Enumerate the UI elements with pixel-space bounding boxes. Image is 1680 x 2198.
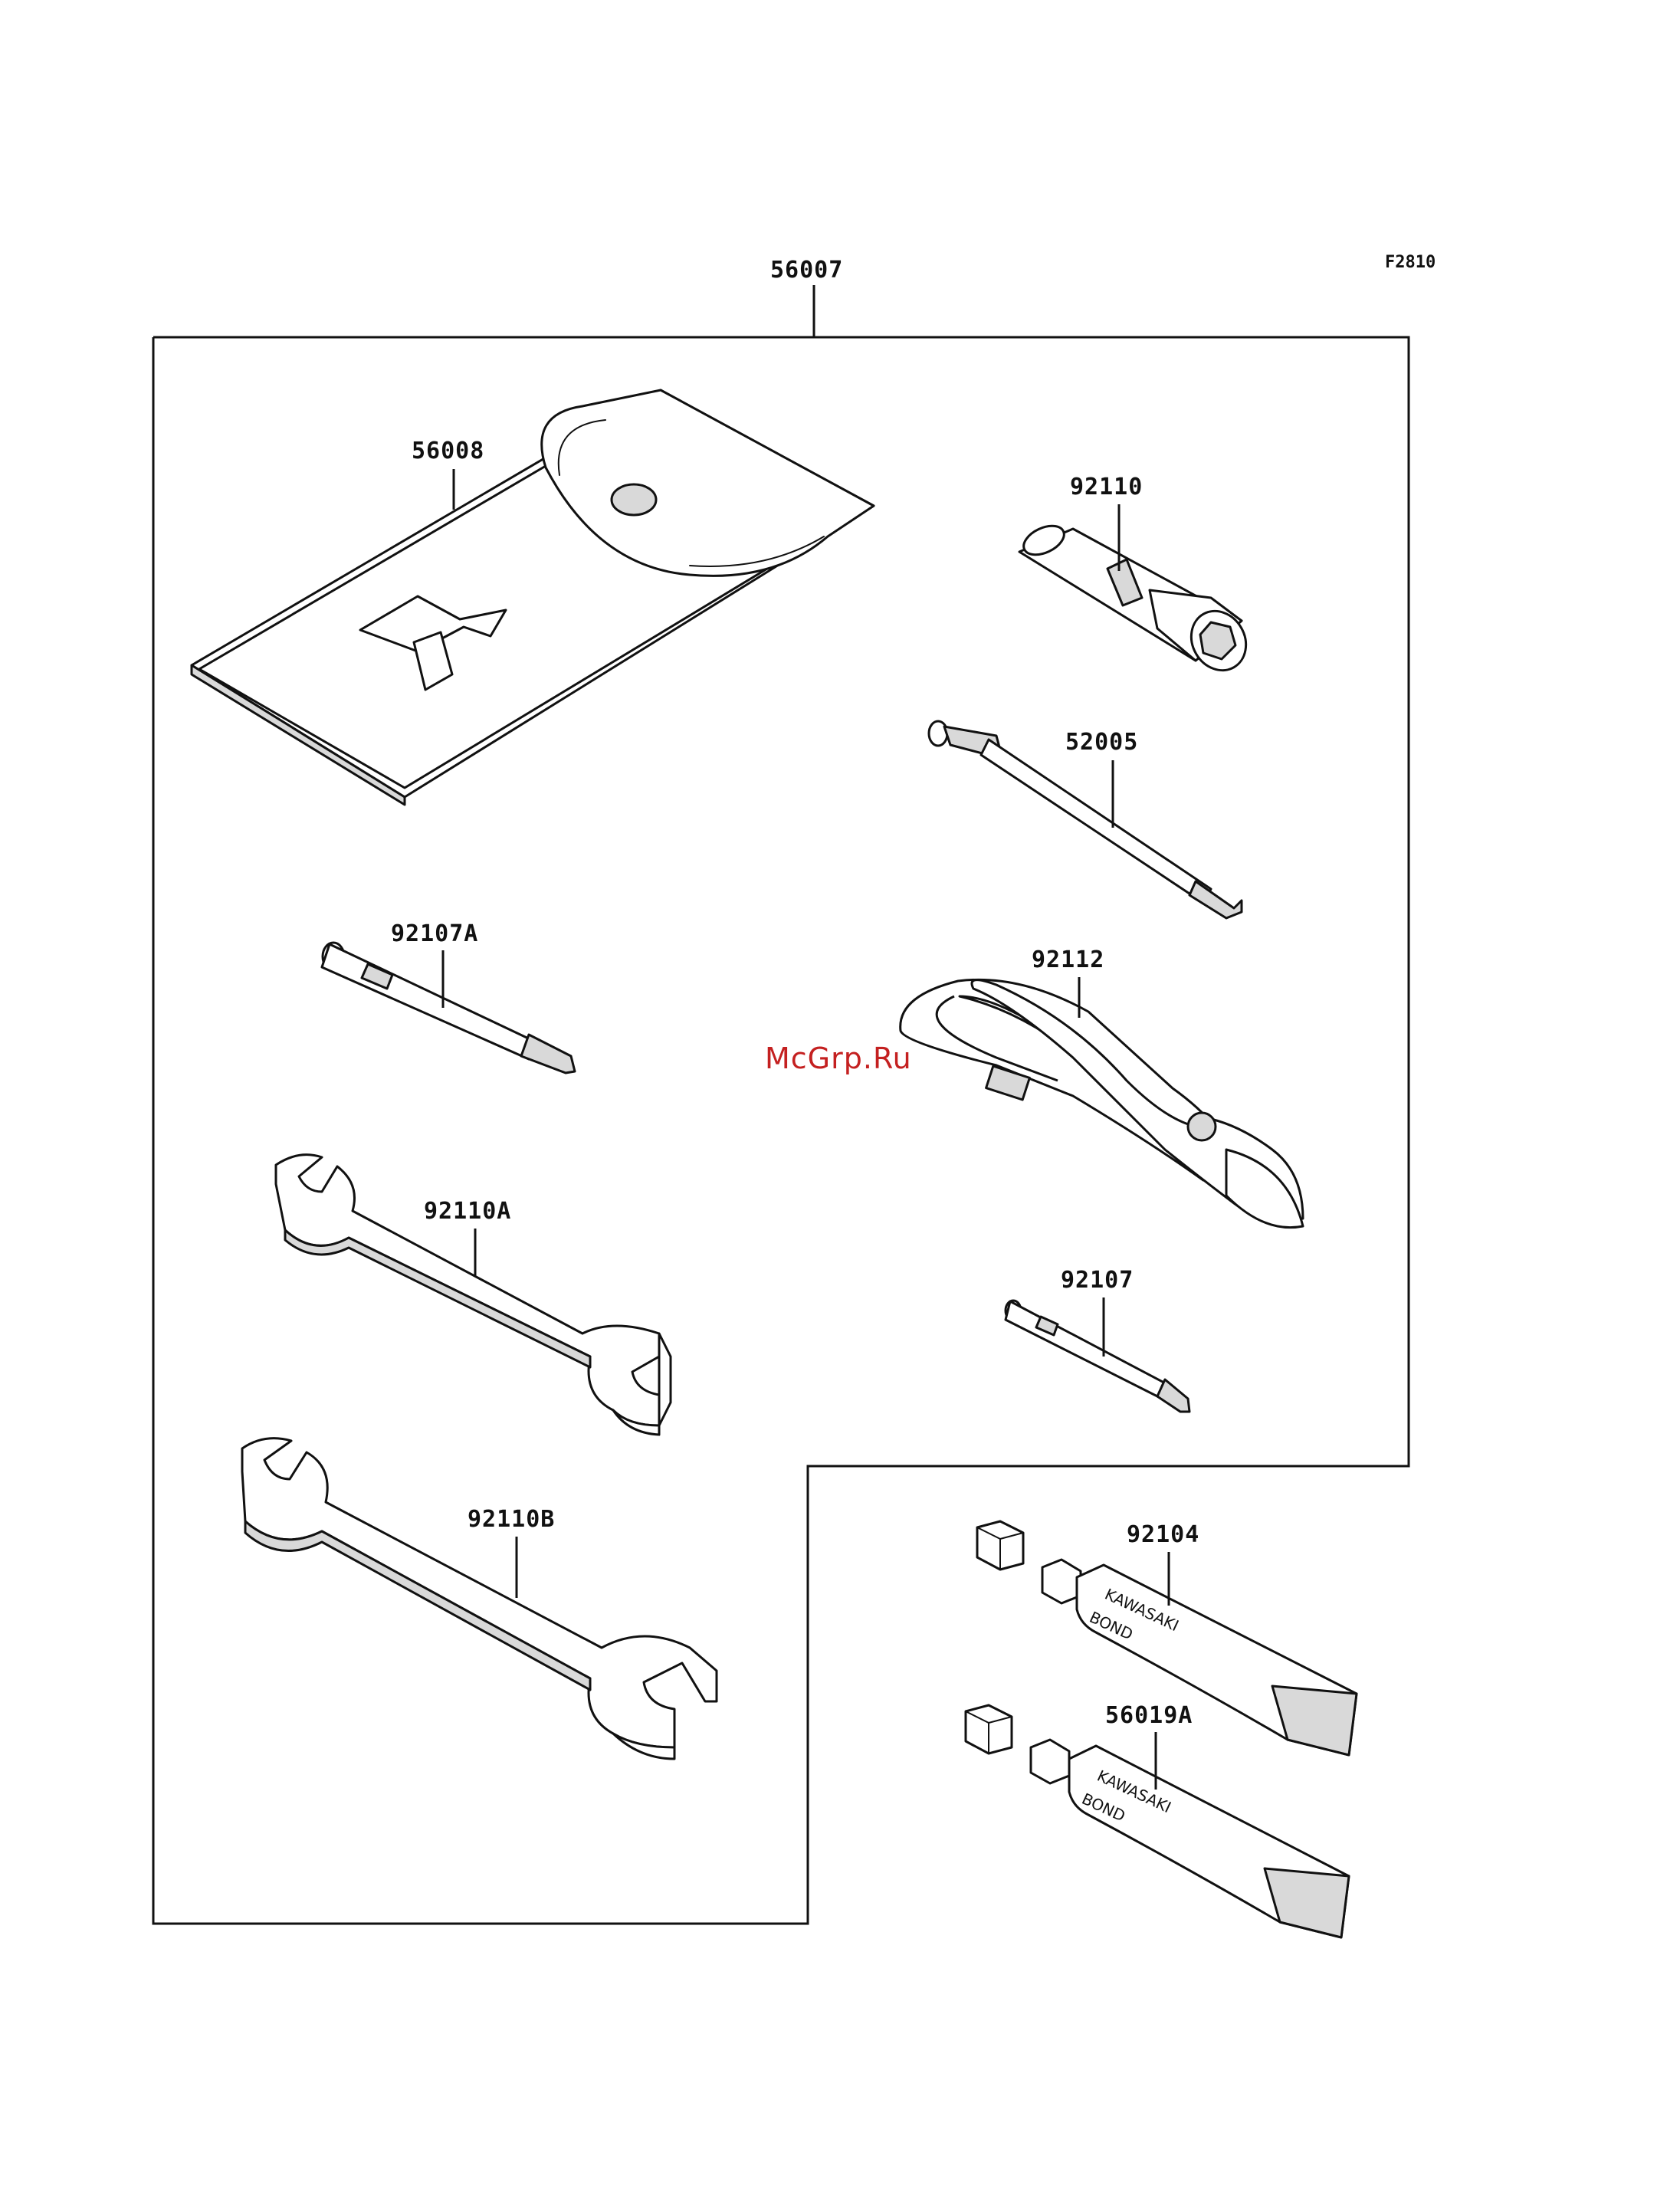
tool-case-icon bbox=[192, 390, 874, 805]
figure-code: F2810 bbox=[1385, 253, 1436, 272]
screwdriver-bit-icon bbox=[1006, 1301, 1189, 1412]
part-label-92110B: 92110B bbox=[468, 1506, 555, 1533]
wrench-b-icon bbox=[242, 1439, 717, 1759]
part-label-92110: 92110 bbox=[1070, 474, 1143, 500]
part-label-52005: 52005 bbox=[1065, 729, 1138, 756]
part-label-56007: 56007 bbox=[770, 257, 843, 284]
part-label-92112: 92112 bbox=[1032, 946, 1104, 973]
spark-plug-wrench-icon bbox=[1019, 520, 1257, 681]
wrench-a-icon bbox=[276, 1155, 671, 1435]
pliers-icon bbox=[901, 979, 1303, 1227]
part-label-92110A: 92110A bbox=[424, 1198, 511, 1225]
part-label-56019A: 56019A bbox=[1105, 1702, 1193, 1729]
part-label-92107: 92107 bbox=[1061, 1267, 1134, 1294]
part-label-92104: 92104 bbox=[1127, 1521, 1199, 1548]
part-label-92107A: 92107A bbox=[391, 920, 478, 947]
part-label-56008: 56008 bbox=[412, 438, 484, 464]
watermark: McGrp.Ru bbox=[765, 1042, 912, 1075]
screwdriver-bit-a-icon bbox=[322, 943, 575, 1073]
